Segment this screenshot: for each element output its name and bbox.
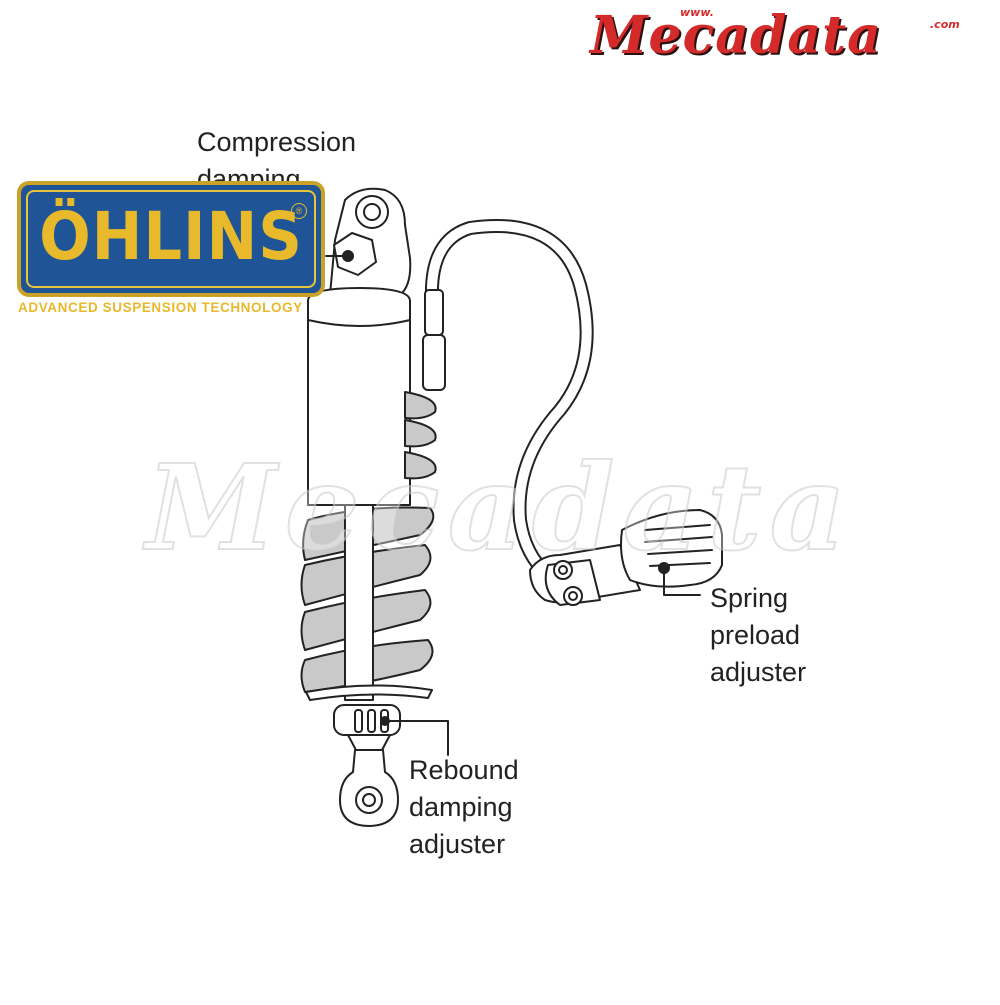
logo-prefix: www.	[680, 6, 714, 19]
mecadata-logo: www. Mecadata .com	[590, 6, 996, 66]
ohlins-logo: ÖHLINS ®	[17, 181, 325, 297]
rebound-damping-label: Rebound damping adjuster	[409, 755, 519, 859]
compression-adjuster-hex	[333, 232, 377, 276]
logo-word: Mecadata	[590, 5, 882, 66]
spring-preload-label: Spring preload adjuster	[710, 583, 807, 687]
logo-suffix: .com	[930, 18, 960, 31]
leader-lines	[325, 255, 701, 756]
ohlins-tagline: ADVANCED SUSPENSION TECHNOLOGY	[18, 300, 303, 315]
ohlins-wordmark: ÖHLINS	[39, 198, 303, 275]
watermark: Mecadata	[145, 438, 854, 577]
registered-mark: ®	[291, 203, 307, 219]
shock-shaft	[344, 504, 374, 701]
